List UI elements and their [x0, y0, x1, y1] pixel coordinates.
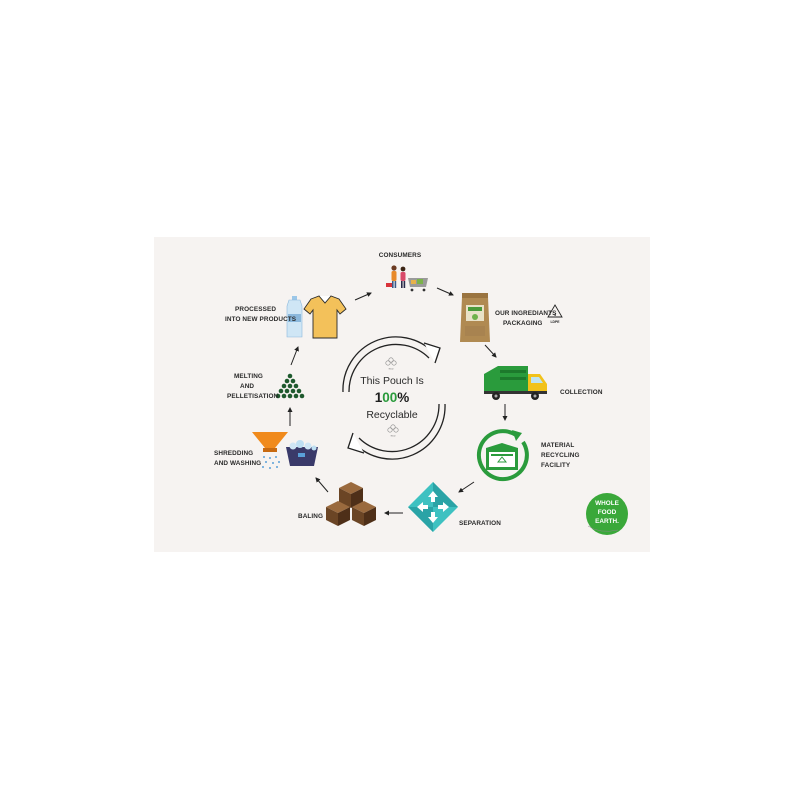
label-melting-1: MELTING [234, 373, 263, 380]
center-percent: 100% [375, 390, 410, 405]
label-processed-2: INTO NEW PRODUCTS [225, 316, 297, 323]
label-separation: SEPARATION [459, 520, 501, 527]
eco-leaf-icon: eco [387, 424, 399, 438]
eco-mark-bottom: eco [391, 434, 396, 438]
shredder-icon [252, 432, 288, 469]
label-facility-2: RECYCLING [541, 452, 580, 459]
washing-icon [286, 440, 318, 466]
svg-text:4: 4 [554, 313, 556, 317]
pouch-icon [460, 293, 490, 342]
diagram-panel [154, 237, 650, 552]
label-melting-2: AND [240, 383, 254, 390]
logo-line2: FOOD [598, 509, 617, 516]
center-line1: This Pouch Is [360, 375, 424, 387]
label-baling: BALING [298, 513, 323, 520]
shoppers-icon [386, 265, 428, 292]
tshirt-icon [303, 295, 347, 339]
garbage-truck-icon [484, 366, 547, 400]
cycle-arrows [287, 287, 508, 516]
label-packaging-1: OUR INGREDIANTS [495, 310, 557, 317]
facility-icon [476, 429, 529, 482]
logo-line3: EARTH. [595, 518, 619, 525]
label-processed-1: PROCESSED [235, 306, 276, 313]
bales-icon [326, 482, 376, 526]
label-shredding-2: AND WASHING [214, 460, 261, 467]
whole-food-earth-logo: WHOLE FOOD EARTH. [586, 493, 628, 535]
bottle-icon [286, 296, 303, 338]
label-consumers: CONSUMERS [379, 252, 422, 259]
eco-mark-top: eco [389, 367, 394, 371]
label-melting-3: PELLETISATION [227, 393, 279, 400]
label-facility-3: FACILITY [541, 462, 571, 469]
label-packaging-2: PACKAGING [503, 320, 542, 327]
eco-leaf-icon: eco [385, 357, 397, 371]
recycle-arrows-icon [342, 336, 446, 460]
ldpe-label: LDPE [550, 320, 560, 324]
label-shredding-1: SHREDDING [214, 450, 253, 457]
center-line3: Recyclable [366, 409, 418, 421]
separation-icon [408, 482, 458, 532]
recycle-triangle-icon: 4 LDPE [547, 304, 563, 324]
label-collection: COLLECTION [560, 389, 603, 396]
logo-line1: WHOLE [595, 500, 620, 507]
pellets-icon [275, 373, 305, 399]
label-facility-1: MATERIAL [541, 442, 574, 449]
